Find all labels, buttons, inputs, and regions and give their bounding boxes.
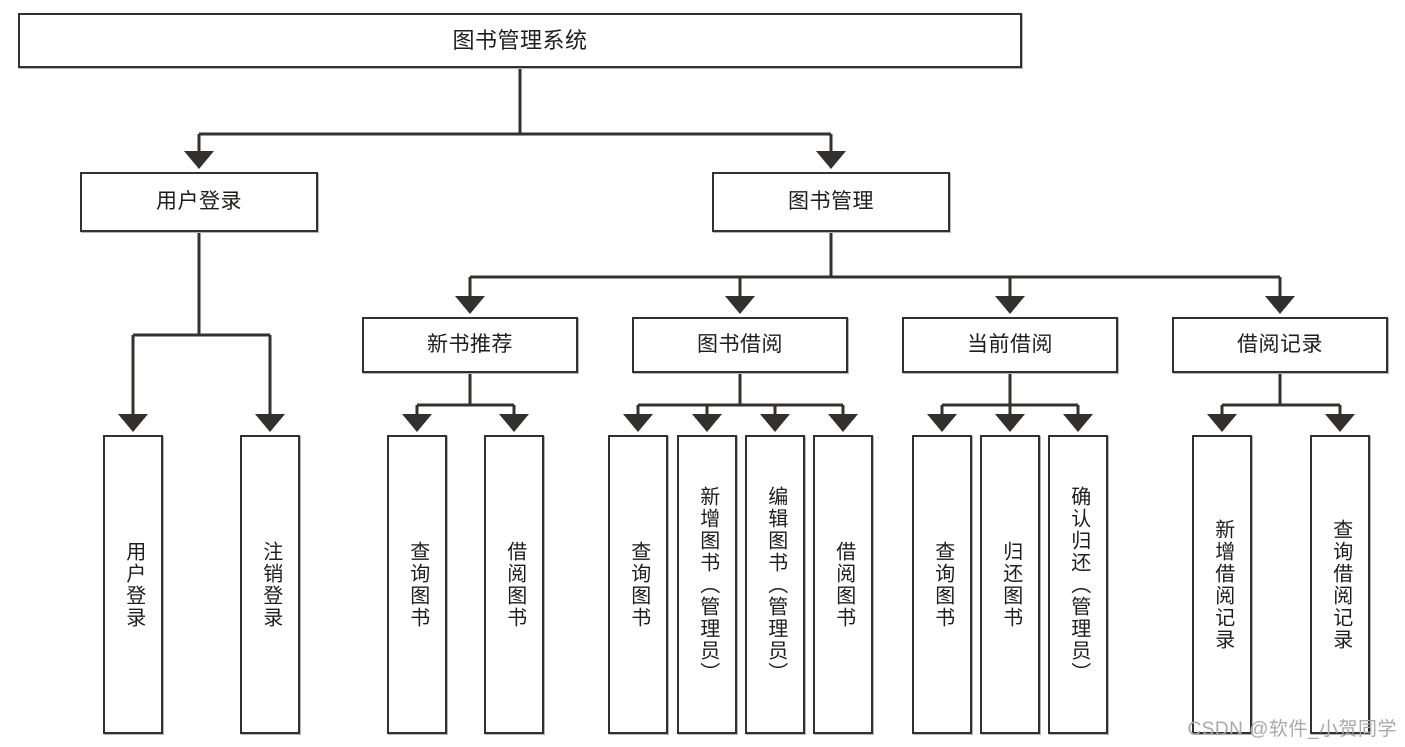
leaf-return-book[interactable]: 归还图书 (980, 435, 1040, 734)
leaf-query-book-borrow[interactable]: 查询图书 (608, 435, 668, 734)
node-book-management[interactable]: 图书管理 (712, 172, 950, 232)
leaf-query-book-current[interactable]: 查询图书 (912, 435, 972, 734)
leaf-label: 编辑图书（管理员） (764, 485, 787, 684)
leaf-label: 新增图书（管理员） (696, 485, 719, 684)
leaf-label: 查询图书 (931, 540, 954, 629)
node-label: 新书推荐 (427, 332, 513, 356)
leaf-borrow-book[interactable]: 借阅图书 (813, 435, 873, 734)
node-label: 图书管理系统 (452, 27, 588, 53)
node-root-system[interactable]: 图书管理系统 (18, 13, 1022, 68)
leaf-borrow-book-recommend[interactable]: 借阅图书 (484, 435, 544, 734)
leaf-label: 注销登录 (259, 540, 282, 629)
node-label: 借阅记录 (1237, 332, 1323, 356)
node-label: 图书管理 (788, 189, 874, 213)
leaf-label: 用户登录 (122, 540, 145, 629)
node-borrow-record[interactable]: 借阅记录 (1172, 317, 1388, 373)
leaf-label: 查询借阅记录 (1329, 518, 1352, 651)
leaf-add-book-admin[interactable]: 新增图书（管理员） (677, 435, 737, 734)
node-new-book-recommend[interactable]: 新书推荐 (362, 317, 578, 373)
watermark-text: CSDN @软件_小贺同学 (1187, 719, 1397, 740)
leaf-label: 新增借阅记录 (1211, 518, 1234, 651)
leaf-logout[interactable]: 注销登录 (240, 435, 300, 734)
node-label: 图书借阅 (697, 332, 783, 356)
leaf-edit-book-admin[interactable]: 编辑图书（管理员） (745, 435, 805, 734)
leaf-add-borrow-record[interactable]: 新增借阅记录 (1192, 435, 1252, 734)
leaf-label: 归还图书 (999, 540, 1022, 629)
leaf-label: 查询图书 (627, 540, 650, 629)
leaf-label: 借阅图书 (832, 540, 855, 629)
leaf-query-borrow-record[interactable]: 查询借阅记录 (1310, 435, 1370, 734)
leaf-label: 查询图书 (406, 540, 429, 629)
node-label: 当前借阅 (967, 332, 1053, 356)
leaf-label: 借阅图书 (503, 540, 526, 629)
node-current-borrow[interactable]: 当前借阅 (902, 317, 1118, 373)
leaf-query-book-recommend[interactable]: 查询图书 (387, 435, 447, 734)
leaf-user-login[interactable]: 用户登录 (103, 435, 163, 734)
node-book-borrow[interactable]: 图书借阅 (632, 317, 848, 373)
node-user-login[interactable]: 用户登录 (80, 172, 318, 232)
leaf-confirm-return-admin[interactable]: 确认归还（管理员） (1048, 435, 1108, 734)
node-label: 用户登录 (156, 189, 242, 213)
leaf-label: 确认归还（管理员） (1067, 485, 1090, 684)
